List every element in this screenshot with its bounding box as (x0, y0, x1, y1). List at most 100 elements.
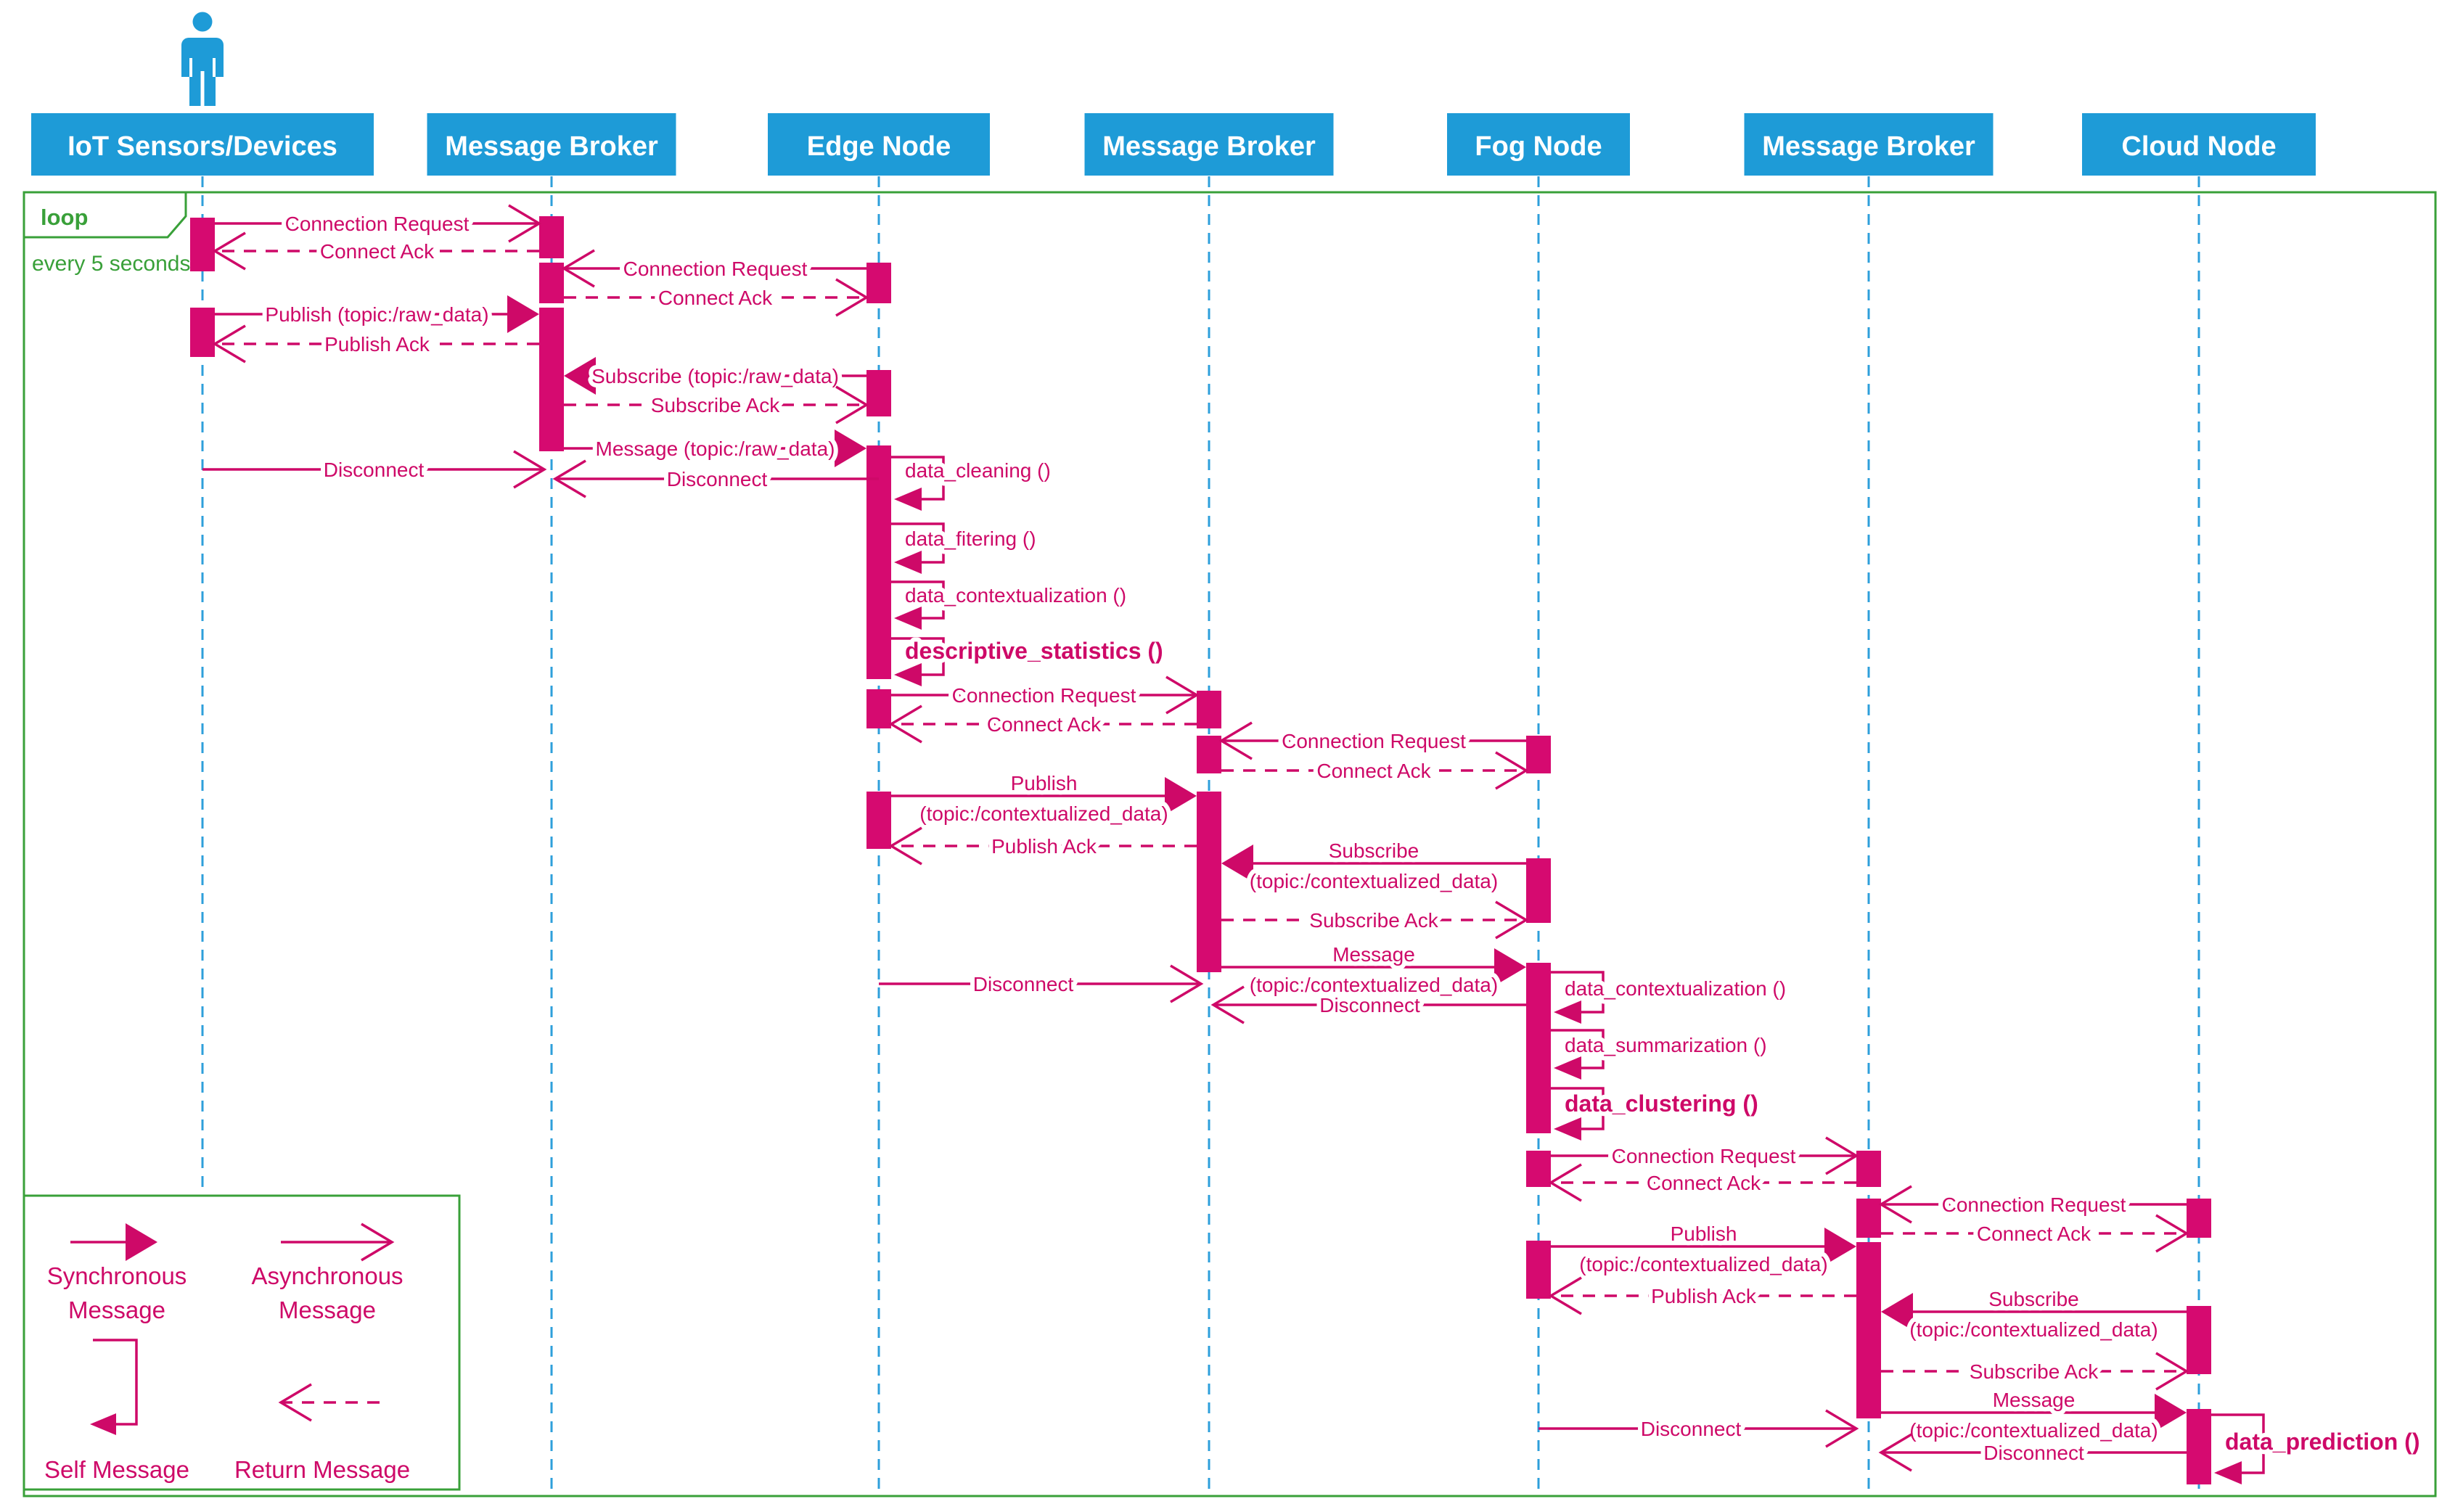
participant-label: Message Broker (1102, 131, 1316, 162)
self-message-data-cleaning: data_cleaning () (891, 455, 1055, 511)
legend-async-label: Asynchronous (251, 1262, 403, 1289)
message-label-line2: (topic:/contextualized_data) (1909, 1318, 2158, 1341)
open-arrowhead-icon (1548, 1163, 1582, 1202)
self-message-label: descriptive_statistics () (905, 638, 1163, 664)
message-subscribe-ack-mb1-to-edge: Subscribe Ack (564, 385, 869, 424)
activation-mb1 (539, 308, 564, 451)
message-connect-ack-mb1-to-iot: Connect Ack (212, 231, 539, 271)
message-connect-ack-mb2-to-fog: Connect Ack (1221, 751, 1529, 790)
activation-fog (1526, 963, 1551, 1133)
activation-mb2 (1197, 736, 1221, 773)
participant-iot: IoT Sensors/Devices (31, 12, 374, 176)
filled-arrowhead-icon (126, 1223, 157, 1261)
message-label: Connection Request (1282, 730, 1466, 752)
legend-return-arrow-icon (278, 1383, 380, 1422)
message-connection-request-edge-to-mb2: Connection Request (891, 675, 1200, 715)
message-disconnect-iot-to-mb1: Disconnect (202, 450, 547, 489)
legend-return-label: Return Message (234, 1456, 410, 1483)
message-label: Connect Ack (658, 287, 773, 309)
message-label: Connect Ack (320, 240, 435, 263)
legend-async-arrow-icon (281, 1223, 395, 1262)
message-publish-ack-mb3-to-fog: Publish Ack (1548, 1276, 1856, 1315)
activation-mb1 (539, 263, 564, 303)
participant-label: Cloud Node (2121, 131, 2276, 162)
message-label: Connection Request (1612, 1145, 1796, 1167)
activation-mb1 (539, 216, 564, 258)
message-connect-ack-mb2-to-edge: Connect Ack (888, 704, 1197, 744)
filled-arrowhead-icon (894, 607, 922, 630)
open-arrowhead-icon (835, 385, 869, 424)
filled-arrowhead-icon (894, 551, 922, 574)
self-message-descriptive-statistics: descriptive_statistics () (891, 633, 1168, 686)
filled-arrowhead-icon (1824, 1228, 1856, 1265)
participant-box (31, 113, 374, 176)
self-message-data-prediction: data_prediction () (2211, 1413, 2424, 1484)
filled-arrowhead-icon (1881, 1293, 1913, 1331)
message-label-line2: (topic:/contextualized_data) (919, 802, 1168, 825)
filled-arrowhead-icon (1554, 1001, 1581, 1024)
activation-edge (866, 445, 891, 679)
self-message-label: data_fitering () (905, 527, 1036, 550)
filled-arrowhead-icon (1554, 1056, 1581, 1080)
open-arrowhead-icon (2155, 1352, 2189, 1391)
message-label: Publish Ack (991, 835, 1097, 858)
filled-arrowhead-icon (2214, 1461, 2242, 1484)
open-arrowhead-icon (278, 1383, 312, 1422)
open-arrowhead-icon (513, 450, 547, 489)
activation-edge (866, 370, 891, 416)
self-message-data-fitering: data_fitering () (891, 522, 1041, 574)
message-subscribe-topic-contextualized-data-fog-to-mb2: Subscribe(topic:/contextualized_data) (1221, 835, 1526, 897)
open-arrowhead-icon (212, 231, 246, 271)
participant-mb2: Message Broker (1084, 113, 1334, 176)
self-message-data-contextualization: data_contextualization () (891, 580, 1131, 630)
message-disconnect-cloud-to-mb3: Disconnect (1878, 1433, 2187, 1472)
open-arrowhead-icon (1218, 721, 1253, 760)
message-label: Connection Request (952, 684, 1136, 707)
legend-self-label: Self Message (44, 1456, 189, 1483)
message-subscribe-topic-contextualized-data-cloud-to-mb3: Subscribe(topic:/contextualized_data) (1881, 1283, 2187, 1345)
activation-mb2 (1197, 792, 1221, 972)
activation-fog (1526, 1241, 1551, 1299)
message-connection-request-cloud-to-mb3: Connection Request (1878, 1185, 2187, 1224)
activation-mb3 (1856, 1242, 1881, 1418)
legend: SynchronousMessageAsynchronousMessageSel… (22, 1194, 461, 1491)
filled-arrowhead-icon (2155, 1394, 2187, 1431)
open-arrowhead-icon (888, 704, 922, 744)
activation-fog (1526, 858, 1551, 923)
message-label: Connect Ack (1647, 1172, 1761, 1194)
open-arrowhead-icon (552, 459, 586, 498)
message-message-topic-contextualized-data-mb2-to-fog: Message(topic:/contextualized_data) (1221, 939, 1526, 1001)
message-subscribe-topic-raw-data-edge-to-mb1: Subscribe (topic:/raw_data) (564, 357, 866, 395)
message-label: Connect Ack (1977, 1223, 2091, 1245)
message-label: Subscribe Ack (1970, 1360, 2099, 1383)
message-disconnect-edge-to-mb2: Disconnect (879, 964, 1204, 1003)
activation-mb3 (1856, 1151, 1881, 1187)
legend-async-label2: Message (279, 1297, 376, 1323)
participant-mb3: Message Broker (1744, 113, 1994, 176)
activation-edge (866, 263, 891, 303)
open-arrowhead-icon (1495, 751, 1529, 790)
open-arrowhead-icon (2155, 1214, 2189, 1253)
activation-cloud (2187, 1199, 2211, 1238)
message-label: Disconnect (973, 973, 1074, 995)
message-connect-ack-mb1-to-edge: Connect Ack (564, 278, 869, 317)
message-label-line2: (topic:/contextualized_data) (1579, 1253, 1827, 1275)
message-publish-topic-contextualized-data-fog-to-mb3: Publish(topic:/contextualized_data) (1551, 1218, 1856, 1280)
message-publish-topic-raw-data-iot-to-mb1: Publish (topic:/raw_data) (215, 295, 539, 333)
self-message-data-clustering: data_clustering () (1551, 1086, 1763, 1141)
message-label: Connection Request (285, 213, 470, 235)
open-arrowhead-icon (361, 1223, 395, 1262)
self-message-label: data_summarization () (1565, 1034, 1767, 1056)
open-arrowhead-icon (835, 278, 869, 317)
message-label: Disconnect (1319, 994, 1420, 1016)
message-publish-ack-mb2-to-edge: Publish Ack (888, 826, 1197, 866)
filled-arrowhead-icon (1221, 845, 1253, 882)
message-connection-request-edge-to-mb1: Connection Request (561, 249, 866, 288)
open-arrowhead-icon (1825, 1409, 1859, 1448)
filled-arrowhead-icon (894, 663, 922, 686)
self-message-label: data_contextualization () (905, 584, 1126, 607)
participant-box (1084, 113, 1334, 176)
activation-iot (190, 308, 215, 357)
message-subscribe-ack-mb3-to-cloud: Subscribe Ack (1881, 1352, 2189, 1391)
